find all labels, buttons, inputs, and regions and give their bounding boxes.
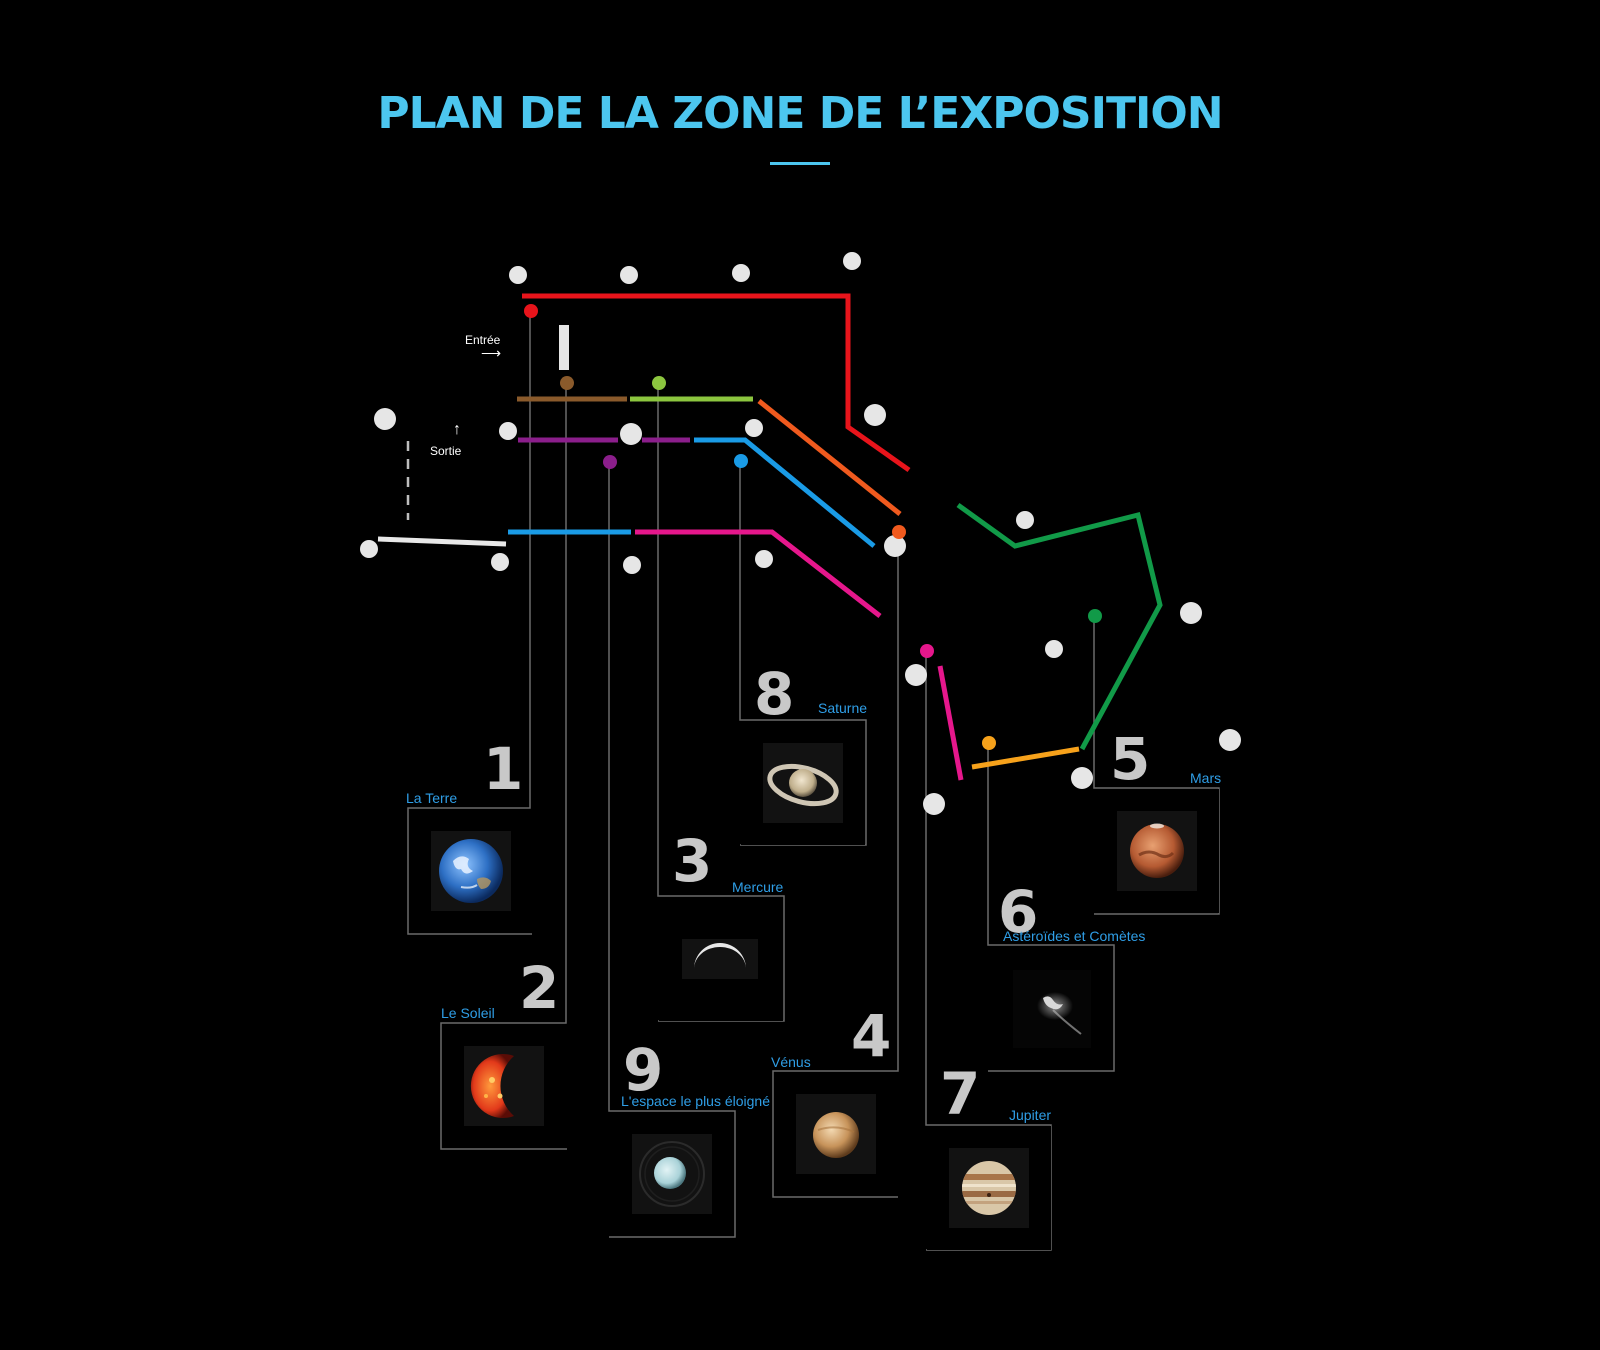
station-image-frame <box>659 897 783 1021</box>
marker-station-6 <box>982 736 996 750</box>
marker-station-8 <box>734 454 748 468</box>
marker-station-1 <box>524 304 538 318</box>
route-magenta-b <box>937 665 964 781</box>
marker-station-3 <box>652 376 666 390</box>
exit-label: Sortie <box>430 444 462 458</box>
station-label: Saturne <box>818 700 868 716</box>
mars-image <box>1117 811 1197 891</box>
landmark-dot <box>620 266 638 284</box>
station-number: 6 <box>998 878 1039 946</box>
station-number: 9 <box>623 1036 664 1104</box>
landmark-dot <box>1016 511 1034 529</box>
station-image-frame <box>409 809 533 933</box>
entrance-label: Entrée <box>465 333 501 347</box>
station-label: Jupiter <box>1009 1107 1052 1123</box>
mercury-crescent-image <box>682 939 758 979</box>
station-label: La Terre <box>406 790 458 806</box>
station-number: 5 <box>1110 725 1151 793</box>
marker-station-2 <box>560 376 574 390</box>
station-label: Vénus <box>771 1054 811 1070</box>
landmark-dot <box>374 408 396 430</box>
route-red <box>522 293 911 473</box>
station-image-frame <box>989 946 1113 1070</box>
entrance-wall-marker <box>559 325 569 370</box>
station-number: 4 <box>851 1002 892 1070</box>
landmark-dot <box>1071 767 1093 789</box>
route-amber <box>971 746 1080 770</box>
landmark-dot <box>623 556 641 574</box>
landmark-dot <box>509 266 527 284</box>
landmark-dot <box>620 423 642 445</box>
marker-station-9 <box>603 455 617 469</box>
comet-image <box>1013 970 1091 1048</box>
marker-station-7 <box>920 644 934 658</box>
leader-line-6 <box>987 743 1115 1072</box>
title-underline <box>770 162 830 165</box>
saturn-image <box>763 743 843 823</box>
leader-line-3 <box>657 383 785 1022</box>
station-number: 7 <box>940 1060 981 1128</box>
exit-arrow: ↑ <box>453 421 461 438</box>
marker-station-5 <box>1088 609 1102 623</box>
station-image-frame <box>741 721 865 845</box>
leader-line-2 <box>440 383 567 1150</box>
station-image-frame <box>610 1112 734 1236</box>
landmark-dot <box>360 540 378 558</box>
marker-station-4 <box>892 525 906 539</box>
leader-line-9 <box>608 462 736 1238</box>
earth-image <box>431 831 511 911</box>
landmark-dot <box>843 252 861 270</box>
route-orange <box>757 399 902 516</box>
sun-image <box>464 1046 544 1126</box>
station-image-frame <box>1095 789 1219 913</box>
landmark-dot <box>1180 602 1202 624</box>
leader-line-1 <box>407 311 532 935</box>
landmark-dot <box>755 550 773 568</box>
landmark-dot <box>923 793 945 815</box>
landmark-dot <box>491 553 509 571</box>
station-number: 3 <box>672 827 713 895</box>
station-image-frame <box>774 1072 898 1196</box>
landmark-dot <box>732 264 750 282</box>
leader-line-7 <box>925 651 1052 1251</box>
venus-image <box>796 1094 876 1174</box>
landmark-dot <box>884 535 906 557</box>
entrance-arrow: ⟶ <box>481 345 502 361</box>
route-green <box>956 502 1163 751</box>
station-image-frame <box>927 1126 1051 1250</box>
jupiter-image <box>949 1148 1029 1228</box>
landmark-dot <box>499 422 517 440</box>
station-label: Astéroïdes et Comètes <box>1003 928 1146 944</box>
landmark-dot <box>745 419 763 437</box>
uranus-image <box>632 1134 712 1214</box>
landmark-dot <box>1045 640 1063 658</box>
station-number: 8 <box>754 660 795 728</box>
station-label: Mars <box>1190 770 1222 786</box>
station-label: Mercure <box>732 879 784 895</box>
landmark-dot <box>905 664 927 686</box>
station-number: 1 <box>483 735 524 803</box>
leader-line-8 <box>739 460 867 846</box>
route-blue-a <box>694 437 876 548</box>
station-image-frame <box>442 1024 566 1148</box>
route-magenta-a <box>635 529 882 618</box>
landmark-dot <box>1219 729 1241 751</box>
leader-line-4 <box>772 532 899 1198</box>
station-label: L'espace le plus éloigné <box>621 1093 771 1109</box>
page-title: PLAN DE LA ZONE DE L’EXPOSITION <box>377 88 1223 139</box>
station-number: 2 <box>519 954 560 1022</box>
landmark-dot <box>864 404 886 426</box>
route-white <box>377 536 507 547</box>
station-label: Le Soleil <box>441 1005 495 1021</box>
